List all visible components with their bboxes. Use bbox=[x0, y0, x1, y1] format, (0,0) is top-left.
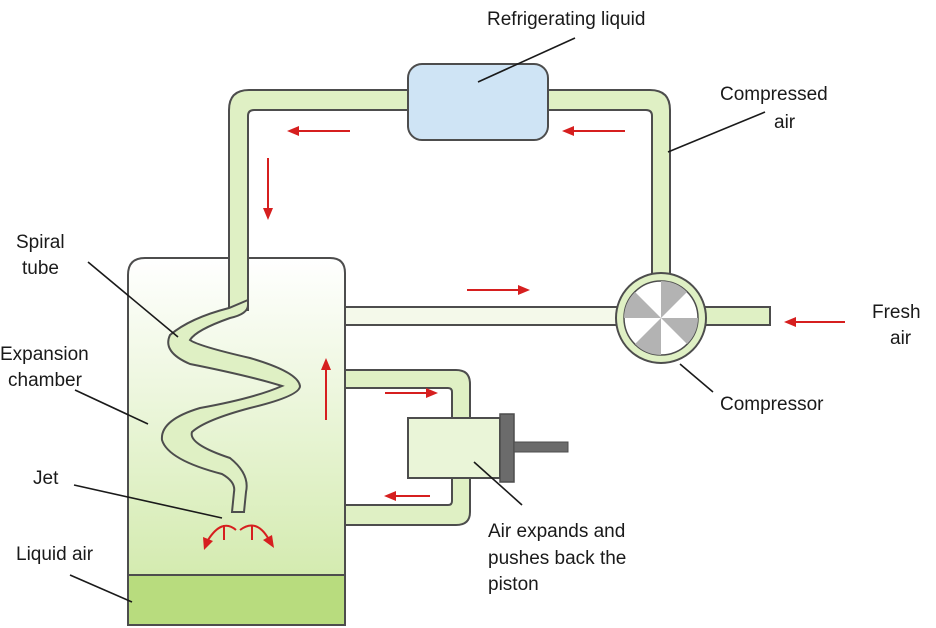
label-compressor: Compressor bbox=[720, 394, 824, 415]
label-jet: Jet bbox=[33, 468, 59, 489]
label-spiral-tube-line2: tube bbox=[22, 258, 59, 279]
label-compressed-air-line2: air bbox=[774, 112, 796, 133]
piston-cylinder bbox=[407, 417, 501, 479]
leader-expansion-chamber bbox=[74, 389, 149, 425]
arrow-down bbox=[263, 158, 273, 220]
leader-lines bbox=[69, 37, 766, 603]
label-refrigerating-liquid: Refrigerating liquid bbox=[487, 9, 645, 30]
label-compressed-air-line1: Compressed bbox=[720, 84, 828, 105]
piston-rod bbox=[513, 441, 569, 453]
leader-liquid-air bbox=[69, 574, 133, 603]
label-fresh-air-line1: Fresh bbox=[872, 302, 921, 323]
arrow-top-right bbox=[562, 126, 625, 136]
flow-arrows bbox=[203, 126, 845, 550]
label-piston-note-line2: pushes back the bbox=[488, 548, 626, 569]
leader-refrigerating-liquid bbox=[477, 37, 576, 83]
arrow-top-left bbox=[287, 126, 350, 136]
leader-compressed-air bbox=[667, 111, 766, 153]
jet-spray-arrows bbox=[203, 524, 274, 550]
label-expansion-chamber-line2: chamber bbox=[8, 370, 83, 391]
leader-piston bbox=[473, 461, 523, 506]
label-liquid-air: Liquid air bbox=[16, 544, 94, 565]
liquid-air-pool bbox=[127, 574, 346, 626]
leader-compressor bbox=[679, 363, 714, 393]
leader-spiral-tube bbox=[87, 261, 179, 338]
arrow-to-cylinder bbox=[385, 388, 438, 398]
compressor bbox=[615, 272, 707, 364]
fresh-air-inlet-tube bbox=[699, 306, 771, 326]
label-expansion-chamber-line1: Expansion bbox=[0, 344, 89, 365]
refrigerating-liquid-tank bbox=[407, 63, 549, 141]
label-piston-note-line1: Air expands and bbox=[488, 521, 625, 542]
arrow-up bbox=[321, 358, 331, 420]
spiral-tube bbox=[160, 298, 302, 513]
leader-jet bbox=[73, 484, 223, 519]
arrow-to-compressor bbox=[467, 285, 530, 295]
label-piston-note-line3: piston bbox=[488, 574, 539, 595]
label-spiral-tube-line1: Spiral bbox=[16, 232, 65, 253]
arrow-fresh-air bbox=[784, 317, 845, 327]
piston-head bbox=[499, 413, 515, 483]
label-fresh-air-line2: air bbox=[890, 328, 912, 349]
fresh-air-tube bbox=[344, 306, 621, 326]
arrow-from-cylinder bbox=[384, 491, 430, 501]
